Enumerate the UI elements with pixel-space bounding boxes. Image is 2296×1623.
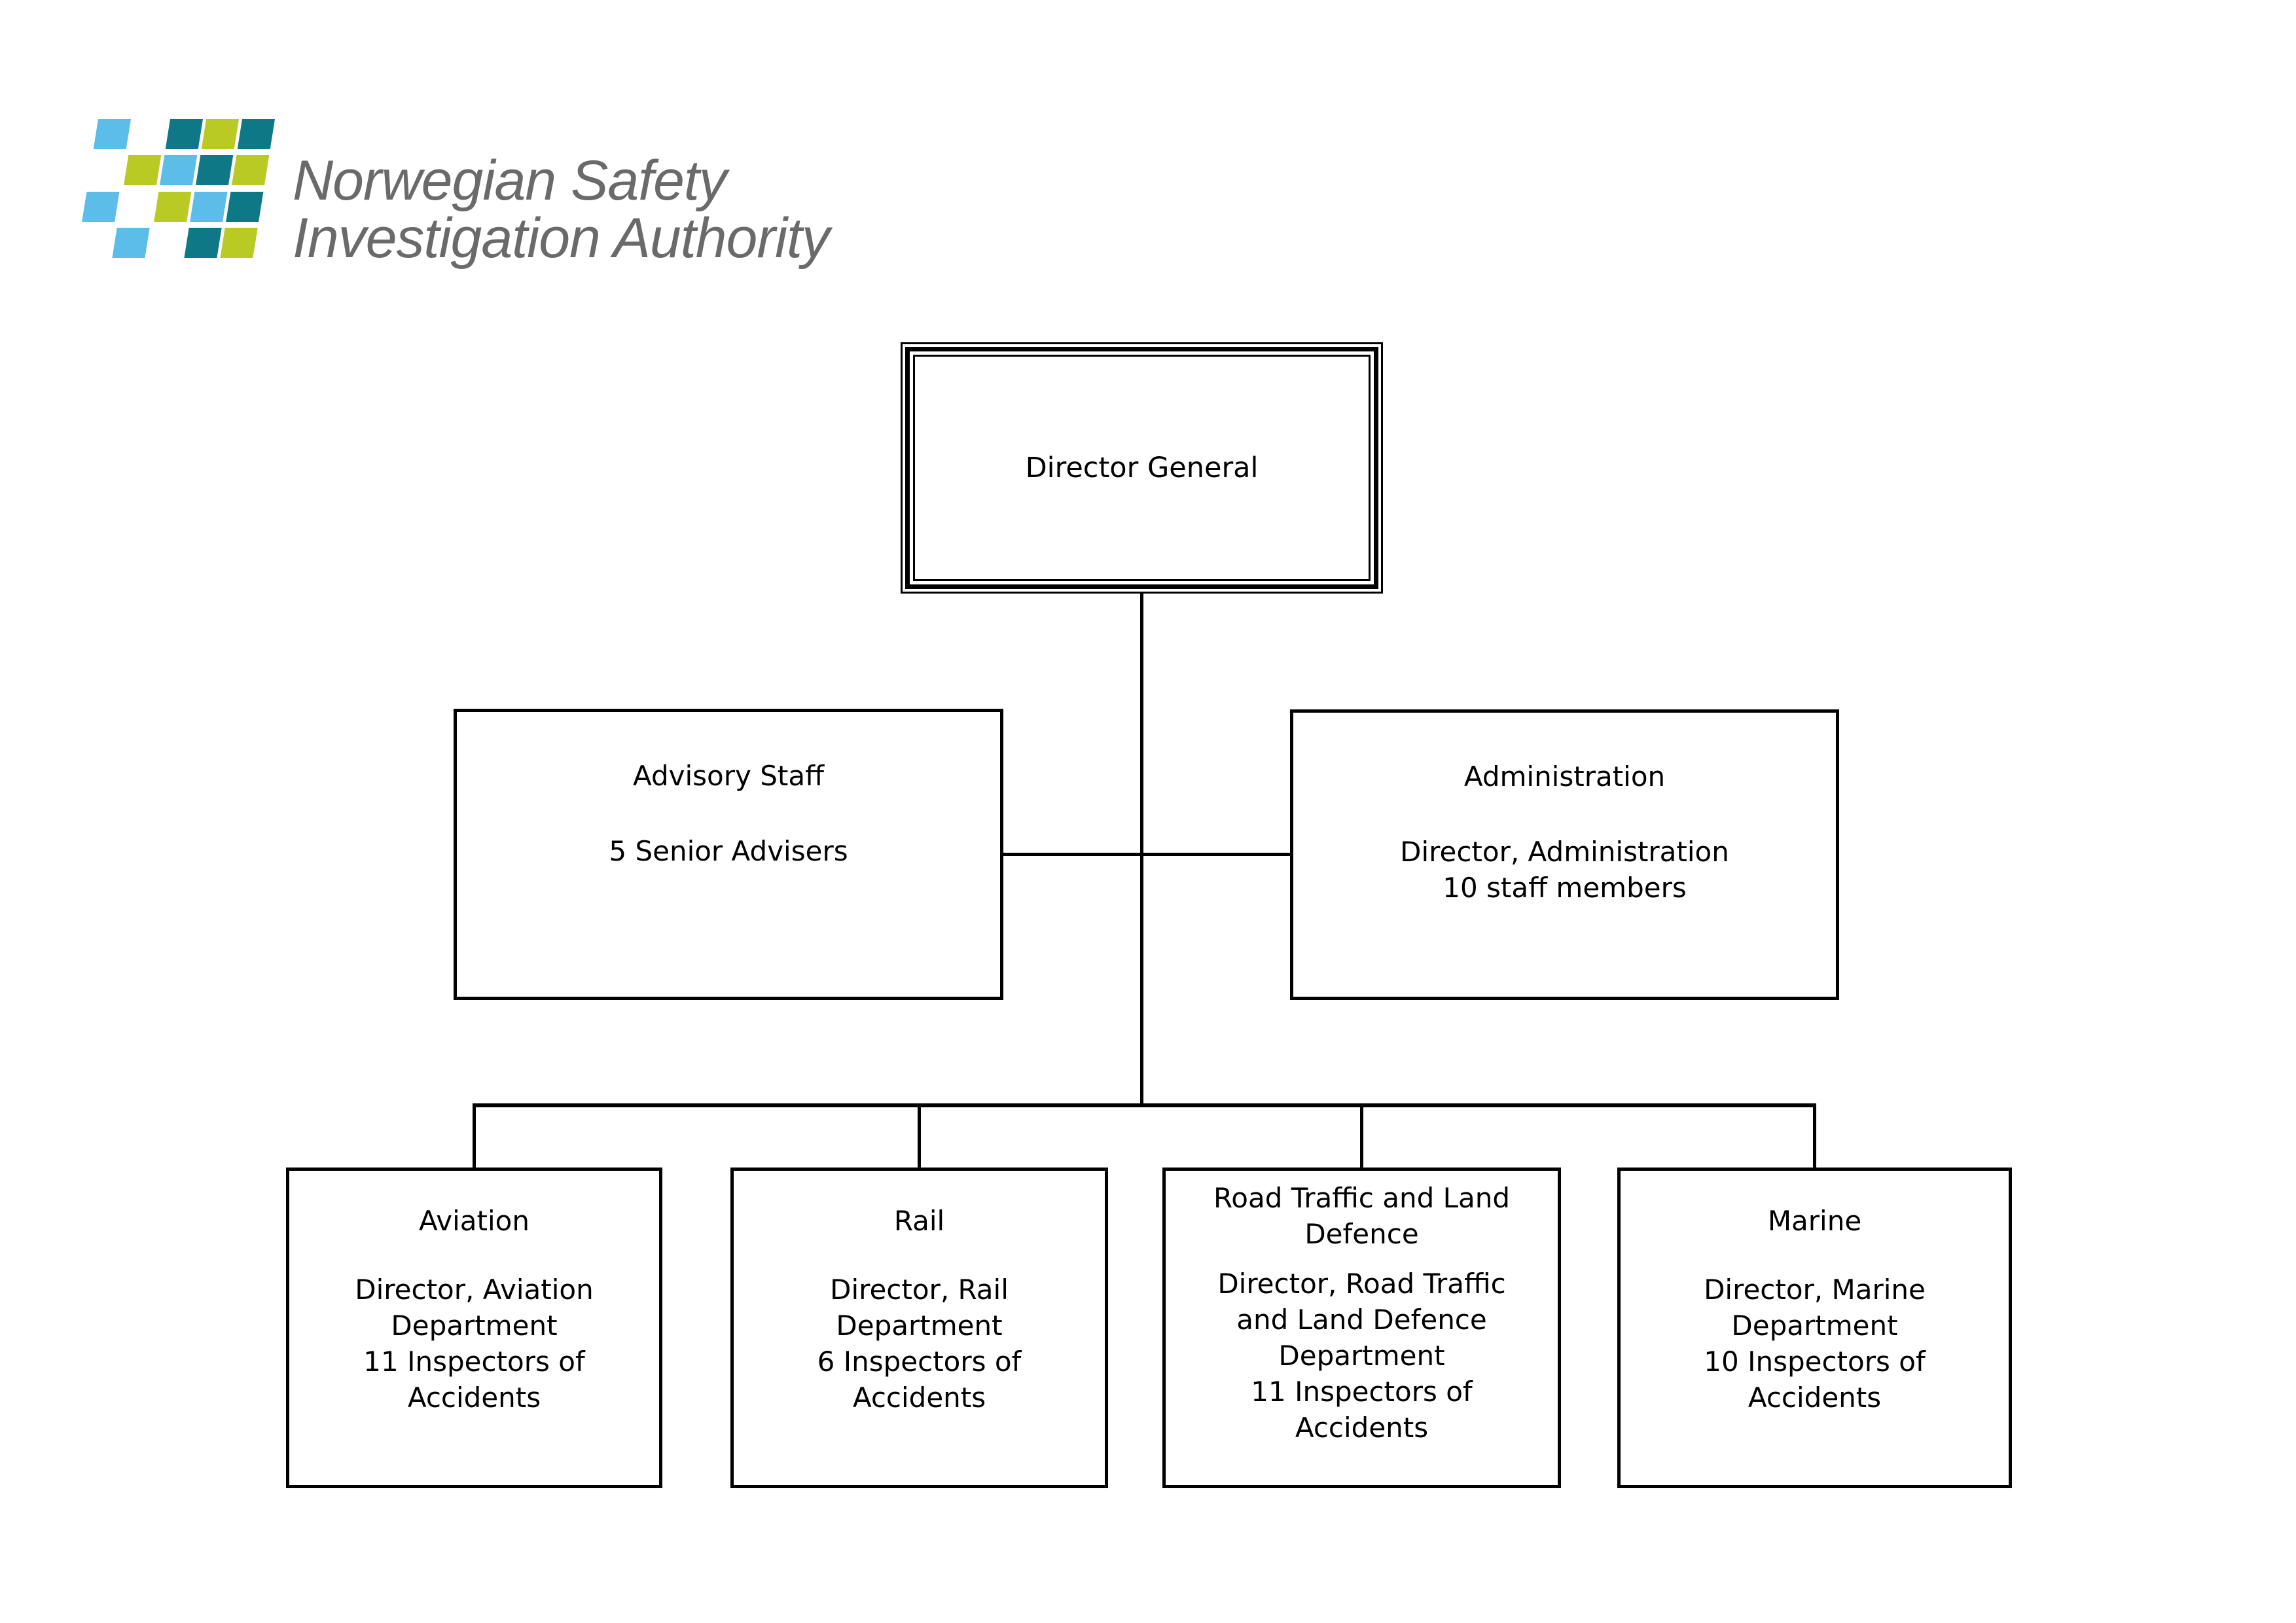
connector-stub-marine <box>1813 1105 1816 1168</box>
org-box-advisory-staff: Advisory Staff 5 Senior Advisers <box>454 709 1003 1000</box>
logo-mosaic-icon <box>76 119 281 260</box>
rail-title: Rail <box>893 1205 945 1237</box>
logo-tile-blue <box>112 227 150 258</box>
advisory-staff-details: 5 Senior Advisers <box>609 835 848 867</box>
administration-details: Director, Administration 10 staff member… <box>1400 836 1729 904</box>
logo-tile-teal <box>195 155 234 186</box>
org-box-road-traffic-land-defence: Road Traffic and Land Defence Director, … <box>1162 1168 1561 1488</box>
aviation-details: Director, Aviation Department 11 Inspect… <box>355 1274 594 1414</box>
connector-stub-aviation <box>473 1105 476 1168</box>
logo-tile-green <box>201 119 239 149</box>
advisory-staff-title: Advisory Staff <box>632 760 825 792</box>
logo-tile-green <box>123 155 162 186</box>
marine-title: Marine <box>1767 1205 1862 1237</box>
logo-tile-teal <box>184 227 222 258</box>
rail-details: Director, Rail Department 6 Inspectors o… <box>817 1274 1022 1414</box>
logo-tile-green <box>231 155 270 186</box>
aviation-title: Aviation <box>419 1205 529 1237</box>
org-box-director-general: Director General <box>901 342 1383 594</box>
logo-tile-blue <box>82 191 120 222</box>
connector-staff-horizontal <box>1003 853 1290 856</box>
logo-wordmark: Norwegian Safety Investigation Authority <box>293 149 830 270</box>
logo-tile-teal <box>165 119 203 149</box>
logo-tile-green <box>220 227 258 258</box>
administration-title: Administration <box>1463 760 1666 793</box>
connector-stub-road-traffic <box>1360 1105 1363 1168</box>
road-traffic-title: Road Traffic and Land Defence <box>1213 1182 1511 1250</box>
logo-tile-green <box>154 191 192 222</box>
logo-tile-blue <box>159 155 198 186</box>
logo-wordmark-line2: Investigation Authority <box>293 207 830 270</box>
org-box-aviation: Aviation Director, Aviation Department 1… <box>286 1168 662 1488</box>
logo-tile-blue <box>93 119 131 149</box>
logo-tile-teal <box>237 119 275 149</box>
connector-departments-horizontal <box>473 1103 1816 1107</box>
org-box-marine: Marine Director, Marine Department 10 In… <box>1617 1168 2012 1488</box>
connector-trunk-vertical <box>1140 592 1143 1107</box>
org-box-rail: Rail Director, Rail Department 6 Inspect… <box>730 1168 1108 1488</box>
logo-tile-blue <box>190 191 228 222</box>
road-traffic-details: Director, Road Traffic and Land Defence … <box>1217 1268 1506 1444</box>
logo-wordmark-line1: Norwegian Safety <box>293 149 727 212</box>
marine-details: Director, Marine Department 10 Inspector… <box>1704 1274 1926 1414</box>
director-general-inner-frame: Director General <box>905 347 1378 589</box>
org-box-administration: Administration Director, Administration … <box>1290 709 1839 1000</box>
connector-stub-rail <box>918 1105 921 1168</box>
director-general-title: Director General <box>1025 452 1259 484</box>
logo-tile-teal <box>226 191 264 222</box>
